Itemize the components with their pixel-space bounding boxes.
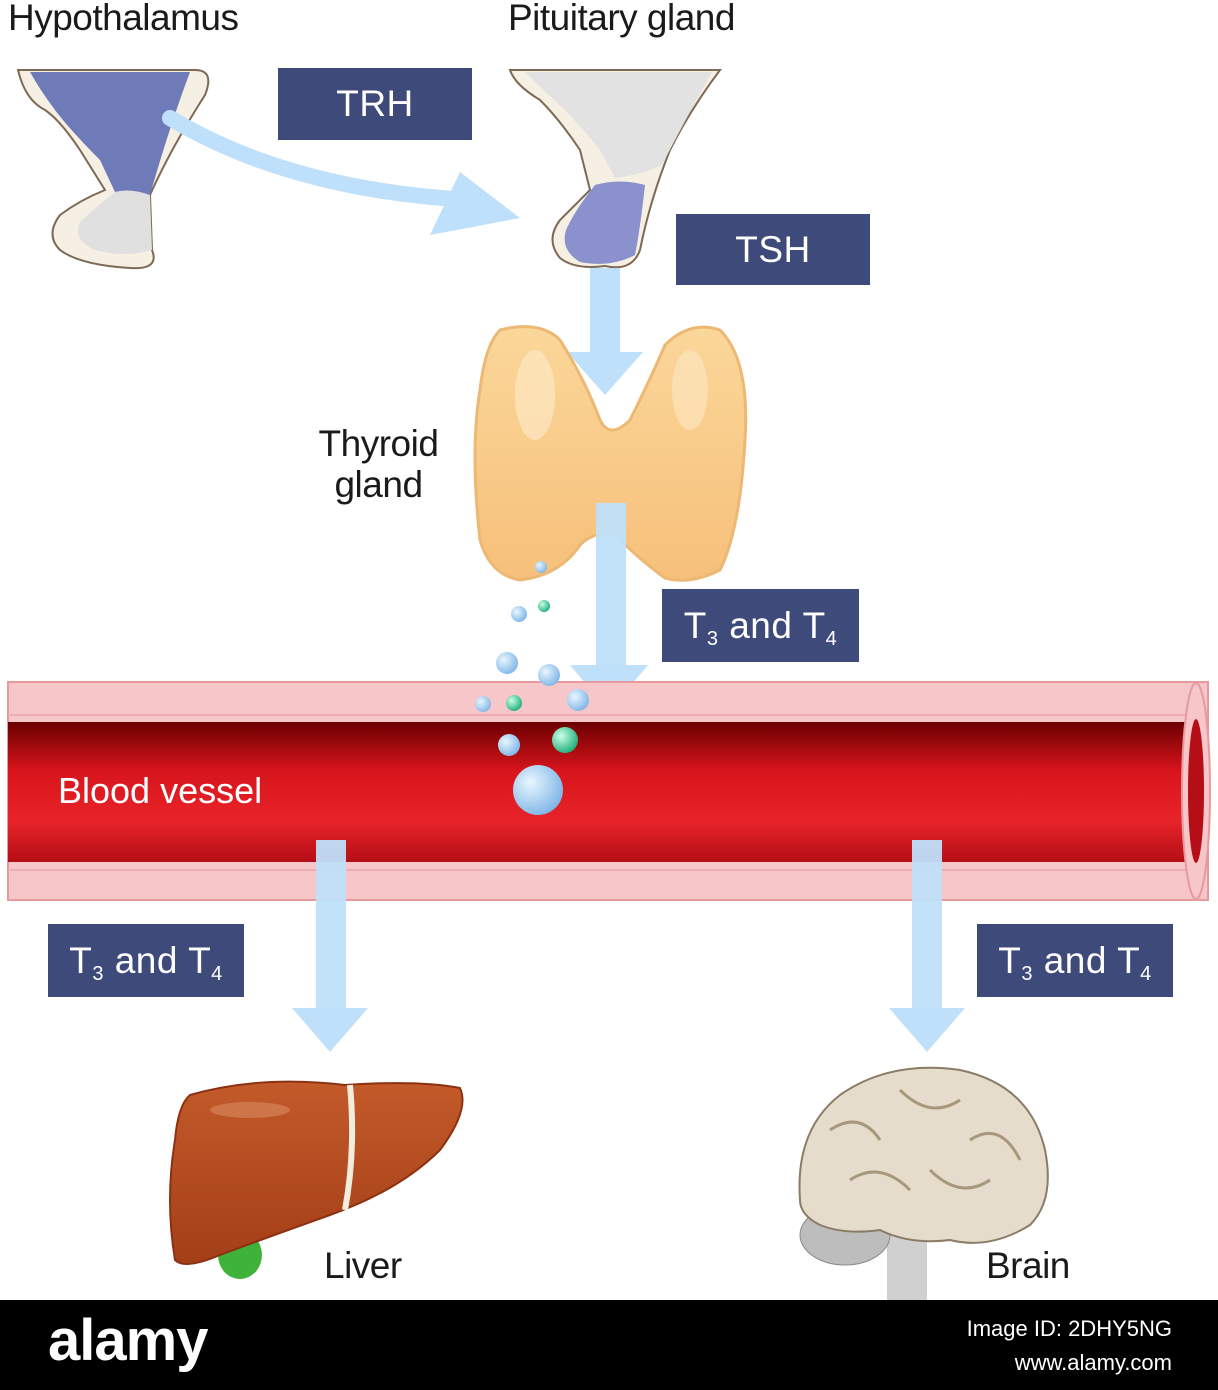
image-id-text: Image ID: 2DHY5NG [966,1316,1172,1341]
t3t4-box-brain: T3 and T4 [977,924,1173,997]
thyroid-label-line2: gland [334,463,423,505]
brand-logo: alamy [48,1308,208,1373]
t3t4-label-thyroid: T3 and T4 [683,604,838,650]
blood-vessel-label: Blood vessel [58,770,263,811]
tsh-arrow [567,268,643,395]
t3t4-label-liver: T3 and T4 [69,939,223,985]
t3t4-box-liver: T3 and T4 [48,924,244,997]
hypothalamus-illustration [16,69,210,270]
footer-bar [0,1300,1218,1390]
trh-box: TRH [278,68,472,140]
liver-label: Liver [324,1245,402,1286]
hormone-molecules [475,561,589,815]
t3t4-label-brain: T3 and T4 [998,939,1152,985]
t3t4-arrow-brain [889,840,965,1052]
brain-illustration [798,1066,1049,1300]
t3t4-arrow-liver [292,840,368,1052]
thyroid-illustration [473,325,748,582]
site-url: www.alamy.com [1014,1350,1172,1375]
trh-label: TRH [336,83,414,124]
thyroid-label: Thyroid gland [316,423,441,505]
blood-vessel-illustration [7,681,1211,901]
tsh-box: TSH [676,214,870,285]
pituitary-illustration [508,69,722,269]
hypothalamus-label: Hypothalamus [8,0,239,38]
tsh-label: TSH [735,228,811,270]
pituitary-label: Pituitary gland [508,0,735,38]
brain-label: Brain [986,1245,1070,1286]
t3t4-box-thyroid: T3 and T4 [662,589,859,662]
trh-arrow [162,110,520,235]
thyroid-label-line1: Thyroid [318,423,439,464]
liver-illustration [169,1080,464,1279]
thyroid-hormone-diagram [7,69,1211,1300]
